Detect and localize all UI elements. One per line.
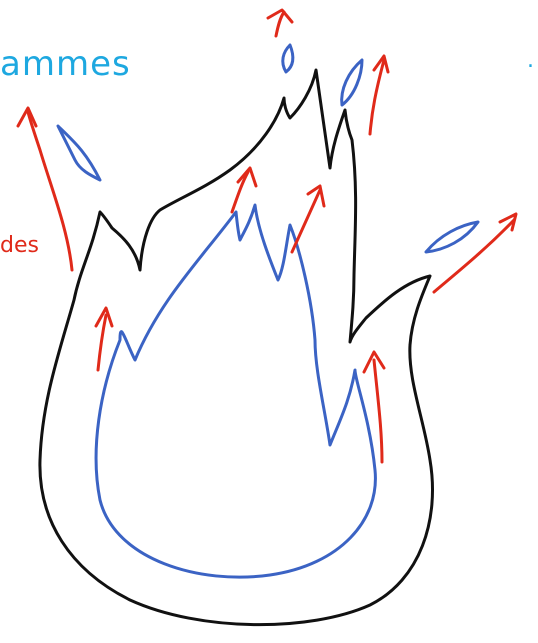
red-up-arrow-icon	[232, 168, 256, 212]
blue-flame-wisp-icon	[58, 126, 100, 180]
blue-flame-wisp-icon	[426, 222, 478, 252]
red-up-arrow-icon	[96, 308, 112, 370]
title-label: ammes	[0, 44, 131, 84]
red-up-arrow-icon	[268, 10, 292, 36]
blue-flame-wisp-icon	[342, 60, 362, 105]
blue-flame-wisp-icon	[283, 45, 293, 72]
red-up-arrow-icon	[370, 56, 388, 134]
corner-mark: .	[527, 48, 534, 73]
side-label: des	[0, 233, 39, 258]
red-up-arrow-icon	[364, 352, 384, 462]
red-up-arrow-icon	[292, 186, 324, 252]
outer-flame-outline	[40, 70, 433, 625]
